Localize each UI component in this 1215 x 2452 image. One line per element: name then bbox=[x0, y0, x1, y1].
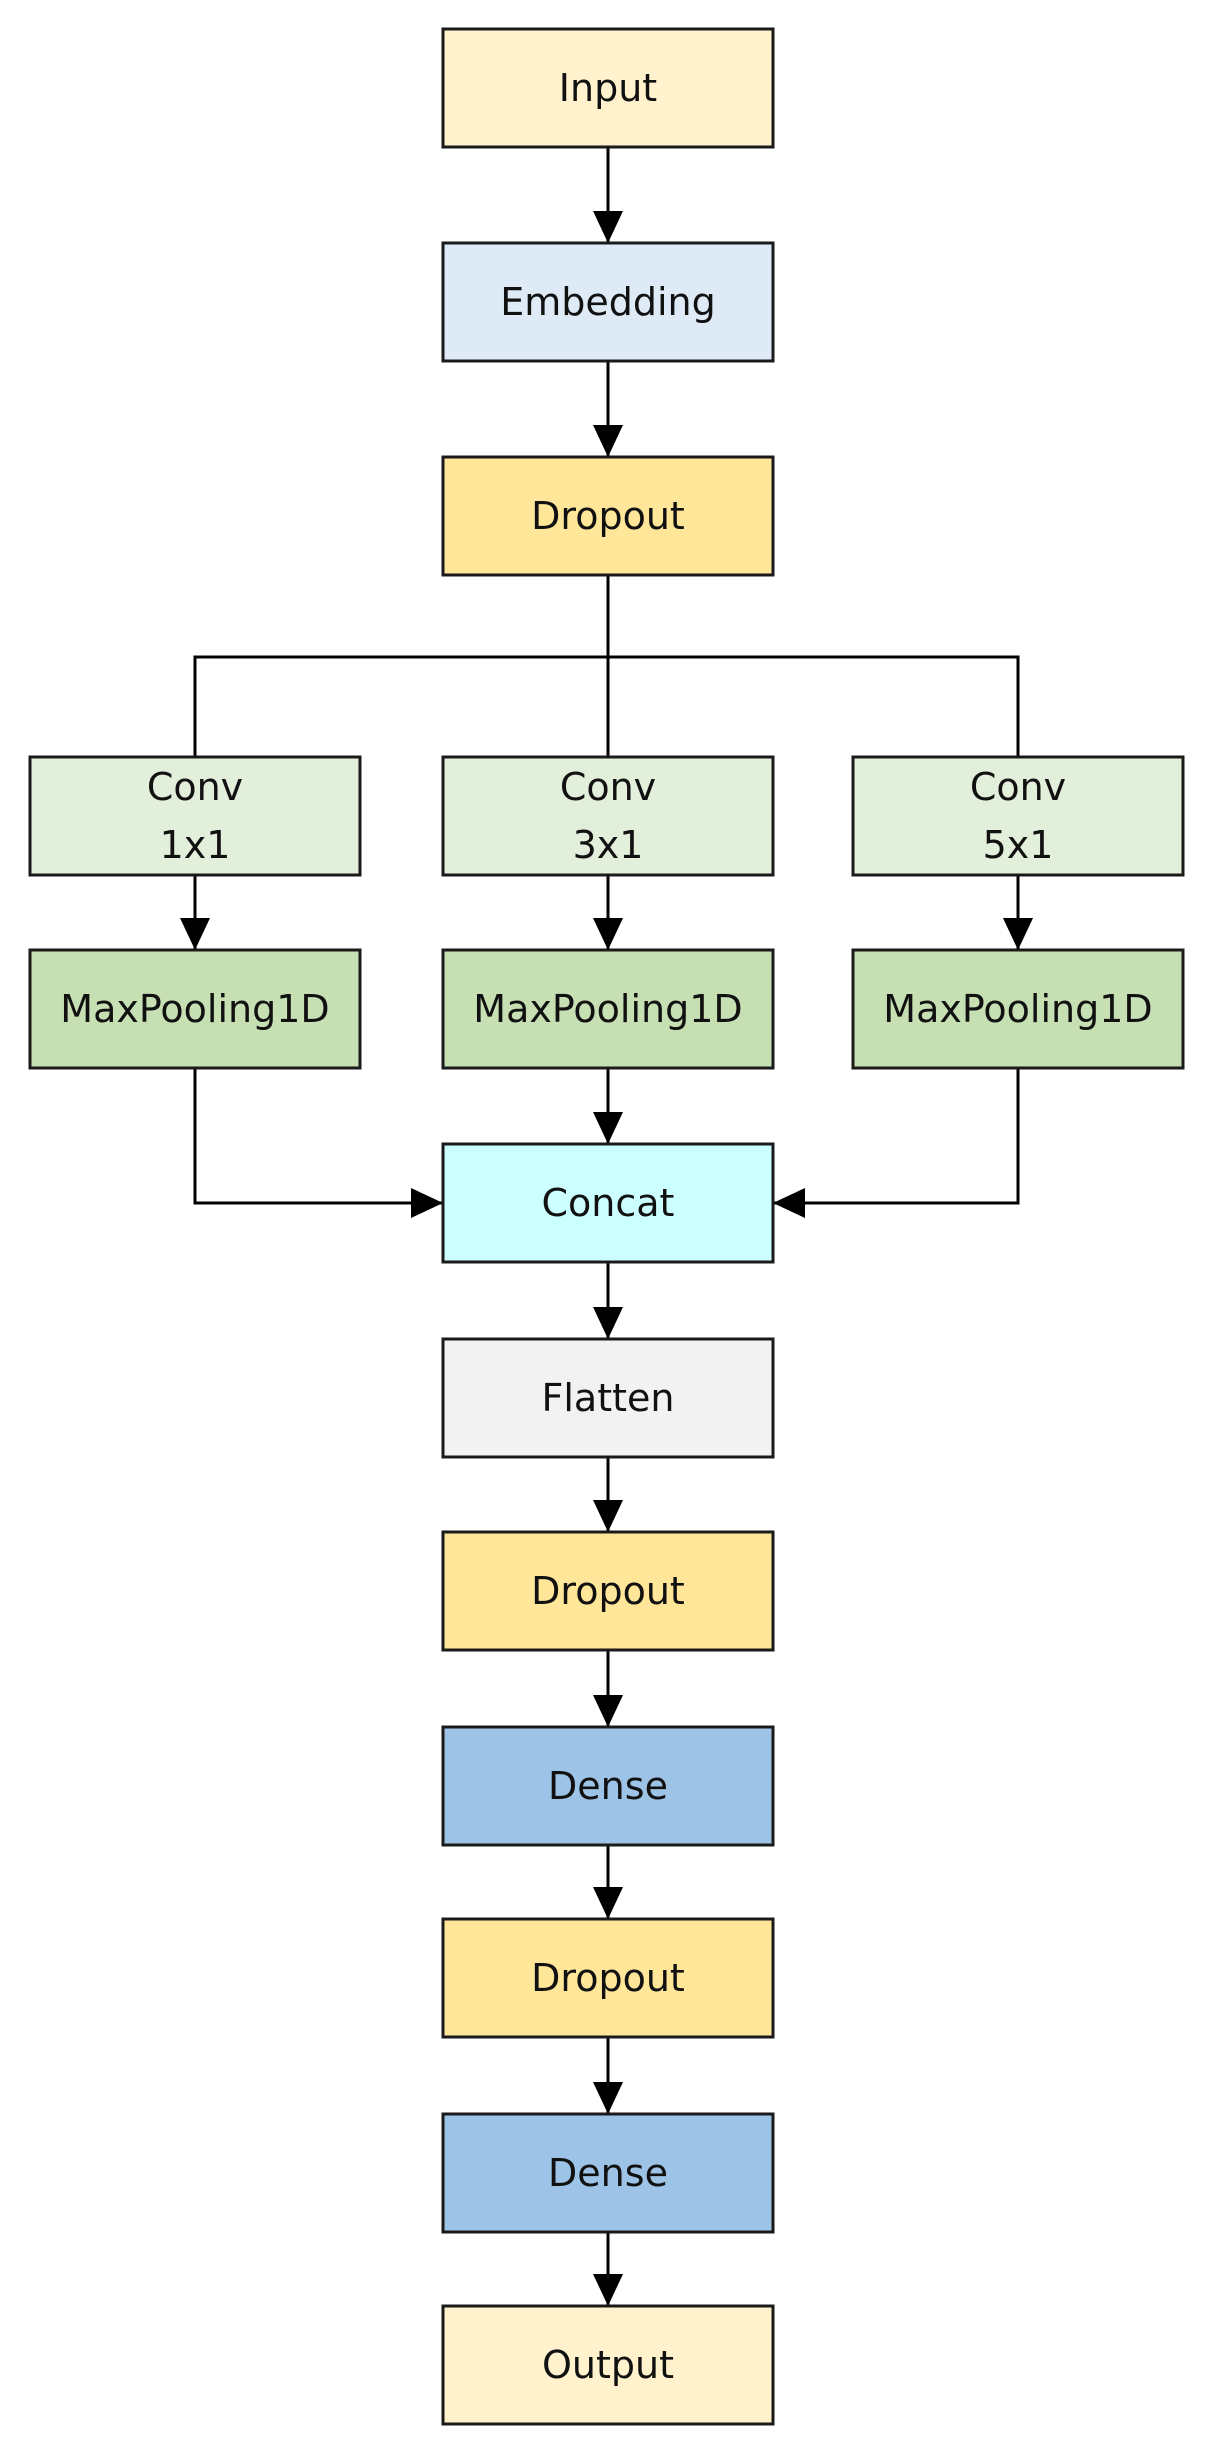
arrowhead bbox=[593, 918, 623, 950]
node-pool5: MaxPooling1D bbox=[851, 948, 1185, 1070]
node-flatten: Flatten bbox=[441, 1337, 775, 1459]
edge-embedding-to-dropout1 bbox=[593, 361, 623, 457]
arrowhead bbox=[411, 1188, 443, 1218]
edge-line bbox=[606, 575, 1020, 757]
node-box bbox=[28, 755, 362, 877]
node-conv5: Conv 5x1 bbox=[851, 755, 1185, 877]
node-conv1: Conv 1x1 bbox=[28, 755, 362, 877]
node-label: Flatten bbox=[542, 1376, 675, 1420]
node-box bbox=[441, 948, 775, 1070]
node-box bbox=[441, 1337, 775, 1459]
arrowhead bbox=[1003, 918, 1033, 950]
edge-input-to-embedding bbox=[593, 147, 623, 243]
arrowhead bbox=[593, 211, 623, 243]
node-label: Dense bbox=[548, 2151, 668, 2195]
edge-pool1-to-concat bbox=[193, 1068, 443, 1218]
node-label: Output bbox=[542, 2343, 674, 2387]
node-box bbox=[441, 2304, 775, 2426]
node-label: Input bbox=[559, 66, 657, 110]
edge-dropout2-to-dense1 bbox=[593, 1650, 623, 1727]
edge-dense1-to-dropout3 bbox=[593, 1845, 623, 1919]
arrowhead bbox=[593, 425, 623, 457]
node-label: Concat bbox=[542, 1181, 675, 1225]
arrowhead bbox=[593, 1695, 623, 1727]
node-dropout3: Dropout bbox=[441, 1917, 775, 2039]
node-box bbox=[441, 2112, 775, 2234]
node-label: Conv bbox=[970, 765, 1066, 809]
node-label: 1x1 bbox=[160, 823, 231, 867]
edge-dropout1-to-conv5 bbox=[606, 575, 1020, 757]
arrowhead bbox=[593, 2274, 623, 2306]
edge-conv3-to-pool3 bbox=[593, 875, 623, 950]
node-pool3: MaxPooling1D bbox=[441, 948, 775, 1070]
node-label: MaxPooling1D bbox=[60, 987, 329, 1031]
arrowhead bbox=[593, 1307, 623, 1339]
node-label: MaxPooling1D bbox=[883, 987, 1152, 1031]
node-box bbox=[441, 1142, 775, 1264]
node-label: Dropout bbox=[531, 1569, 685, 1613]
node-input: Input bbox=[441, 27, 775, 149]
node-box bbox=[441, 1917, 775, 2039]
edge-dropout3-to-dense2 bbox=[593, 2037, 623, 2114]
edge-conv1-to-pool1 bbox=[180, 875, 210, 950]
node-dense2: Dense bbox=[441, 2112, 775, 2234]
node-box bbox=[441, 27, 775, 149]
edge-pool5-to-concat bbox=[773, 1068, 1020, 1218]
edge-dense2-to-output bbox=[593, 2232, 623, 2306]
node-output: Output bbox=[441, 2304, 775, 2426]
node-label: 5x1 bbox=[983, 823, 1054, 867]
node-label: Dropout bbox=[531, 494, 685, 538]
node-label: Conv bbox=[147, 765, 243, 809]
layer-nodes: InputEmbeddingDropoutConv1x1Conv3x1Conv5… bbox=[28, 27, 1185, 2426]
arrowhead bbox=[773, 1188, 805, 1218]
node-conv3: Conv 3x1 bbox=[441, 755, 775, 877]
node-box bbox=[441, 1530, 775, 1652]
edge-conv5-to-pool5 bbox=[1003, 875, 1033, 950]
node-dropout2: Dropout bbox=[441, 1530, 775, 1652]
arrowhead bbox=[593, 1500, 623, 1532]
node-box bbox=[441, 455, 775, 577]
node-label: 3x1 bbox=[573, 823, 644, 867]
node-box bbox=[851, 948, 1185, 1070]
arrowhead bbox=[593, 1112, 623, 1144]
edge-pool3-to-concat bbox=[593, 1068, 623, 1144]
node-label: Embedding bbox=[500, 280, 716, 324]
edge-flatten-to-dropout2 bbox=[593, 1457, 623, 1532]
node-dense1: Dense bbox=[441, 1725, 775, 1847]
node-label: Dropout bbox=[531, 1956, 685, 2000]
edge-line bbox=[773, 1068, 1020, 1205]
arrowhead bbox=[593, 1887, 623, 1919]
node-label: Dense bbox=[548, 1764, 668, 1808]
edge-line bbox=[193, 1068, 443, 1205]
node-dropout1: Dropout bbox=[441, 455, 775, 577]
node-concat: Concat bbox=[441, 1142, 775, 1264]
arrowhead bbox=[180, 918, 210, 950]
edge-dropout1-to-conv1 bbox=[193, 575, 610, 757]
node-box bbox=[441, 241, 775, 363]
node-embedding: Embedding bbox=[441, 241, 775, 363]
node-pool1: MaxPooling1D bbox=[28, 948, 362, 1070]
node-label: MaxPooling1D bbox=[473, 987, 742, 1031]
node-label: Conv bbox=[560, 765, 656, 809]
arrowhead bbox=[593, 2082, 623, 2114]
connections bbox=[180, 147, 1033, 2306]
node-box bbox=[851, 755, 1185, 877]
node-box bbox=[441, 1725, 775, 1847]
node-box bbox=[28, 948, 362, 1070]
edge-concat-to-flatten bbox=[593, 1262, 623, 1339]
node-box bbox=[441, 755, 775, 877]
edge-line bbox=[193, 575, 610, 757]
